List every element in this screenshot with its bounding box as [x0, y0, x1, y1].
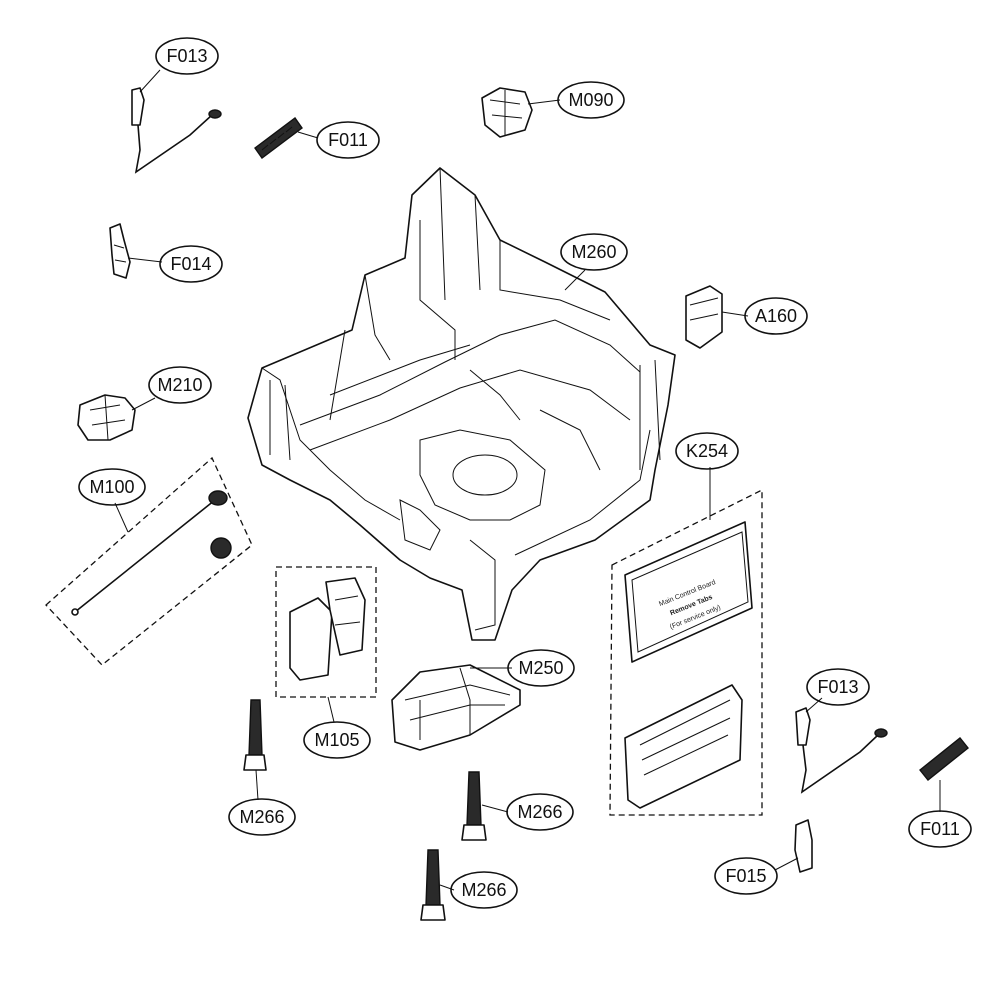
f013-sensor-wire-part-top: [131, 87, 222, 174]
callout-m210: M210: [148, 366, 212, 404]
m266-screw-mid: [461, 771, 487, 841]
leader-lines: [114, 69, 941, 891]
m090-part: [481, 87, 533, 138]
m100-assembly: [45, 456, 253, 666]
callout-k254: K254: [675, 432, 739, 470]
callout-label: F011: [920, 819, 960, 839]
f015-part: [794, 819, 813, 873]
callout-f011-top: F011: [316, 121, 380, 159]
callout-a160: A160: [744, 297, 808, 335]
f014-part: [109, 223, 131, 279]
callout-label: M260: [571, 242, 616, 262]
callout-label: M266: [239, 807, 284, 827]
callout-m260: M260: [560, 233, 628, 271]
f011-spring-part-top: [254, 117, 303, 159]
callout-m266-mid: M266: [506, 793, 574, 831]
callout-f015: F015: [714, 857, 778, 895]
m266-screw-left: [243, 699, 267, 771]
callout-m266-bottom: M266: [450, 871, 518, 909]
callout-f011-bottom: F011: [908, 810, 972, 848]
callout-label: F014: [170, 254, 211, 274]
callout-label: M266: [461, 880, 506, 900]
m266-screw-bottom: [420, 849, 446, 921]
callout-f013-bottom: F013: [806, 668, 870, 706]
callout-m100: M100: [78, 468, 146, 506]
callout-label: M105: [314, 730, 359, 750]
m250-part: [391, 664, 521, 751]
m105-assembly: [275, 566, 377, 698]
callout-m105: M105: [303, 721, 371, 759]
callout-label: K254: [686, 441, 728, 461]
base-tub-part: [247, 167, 676, 641]
a160-part: [685, 285, 723, 349]
callout-m250: M250: [507, 649, 575, 687]
callout-m090: M090: [557, 81, 625, 119]
callout-label: M250: [518, 658, 563, 678]
callout-f013-top: F013: [155, 37, 219, 75]
callout-label: M100: [89, 477, 134, 497]
callout-label: M266: [517, 802, 562, 822]
callout-f014: F014: [159, 245, 223, 283]
k254-board-assembly: Main Control Board Remove Tabs (For serv…: [609, 488, 763, 816]
callout-label: F011: [328, 130, 368, 150]
callout-label: M210: [157, 375, 202, 395]
callout-label: M090: [568, 90, 613, 110]
callout-label: F013: [817, 677, 858, 697]
callout-m266-left: M266: [228, 798, 296, 836]
f011-spring-part-bottom: [919, 737, 969, 781]
callout-label: F013: [166, 46, 207, 66]
callout-label: A160: [755, 306, 797, 326]
callout-label: F015: [725, 866, 766, 886]
f013-sensor-wire-part-bottom: [795, 707, 888, 794]
m210-part: [77, 394, 136, 441]
